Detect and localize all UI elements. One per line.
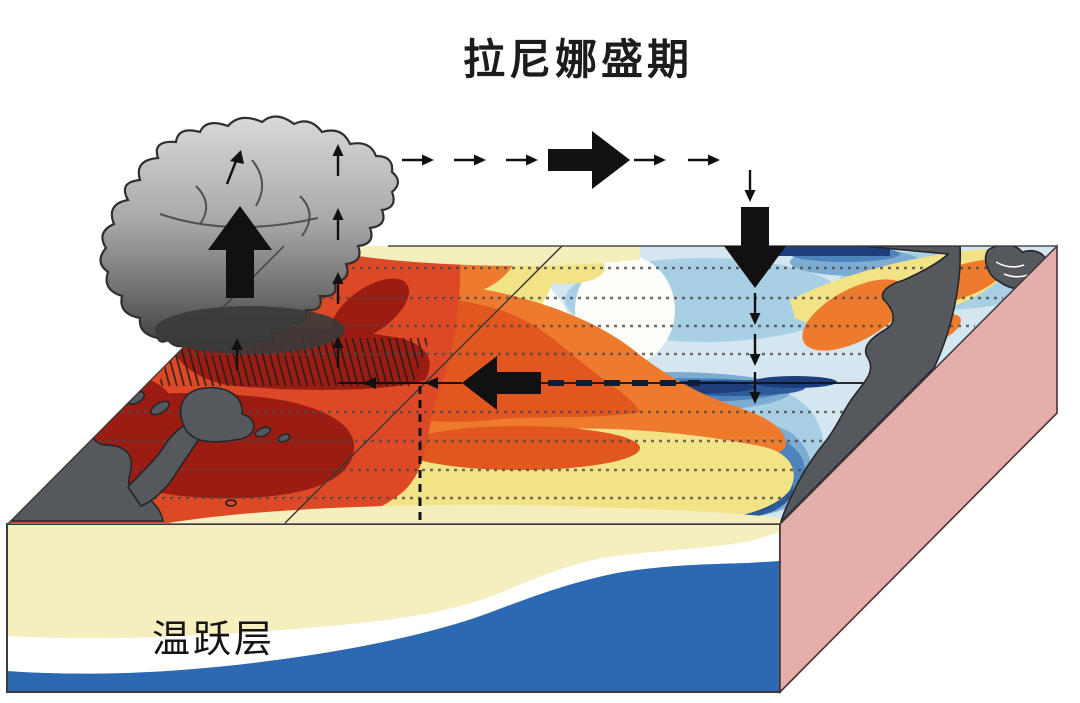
circulation-arrows <box>208 131 786 410</box>
upper-westerly-big-arrow-icon <box>548 131 630 189</box>
trade-wind-small-arrowhead <box>425 377 438 389</box>
cloud-base <box>155 306 345 354</box>
ocean-cross-section <box>6 523 781 693</box>
meridian-line <box>284 246 563 524</box>
trade-wind-arrow-icon <box>462 356 541 410</box>
thermocline-label: 温跃层 <box>152 619 276 661</box>
cloud-top-arrow-icon <box>225 150 244 185</box>
upper-westerly-arrow-icons <box>400 131 757 204</box>
subsidence-arrow-icon <box>724 207 786 288</box>
island-detail-lines <box>995 261 1029 278</box>
diagram-title: 拉尼娜盛期 <box>462 36 694 83</box>
updraft-arrow-icon <box>208 206 272 298</box>
west-landmass <box>9 387 291 522</box>
block-edges <box>7 245 1058 525</box>
cold-deep-layer <box>7 561 780 692</box>
trade-wind-small-arrowhead <box>363 377 376 389</box>
